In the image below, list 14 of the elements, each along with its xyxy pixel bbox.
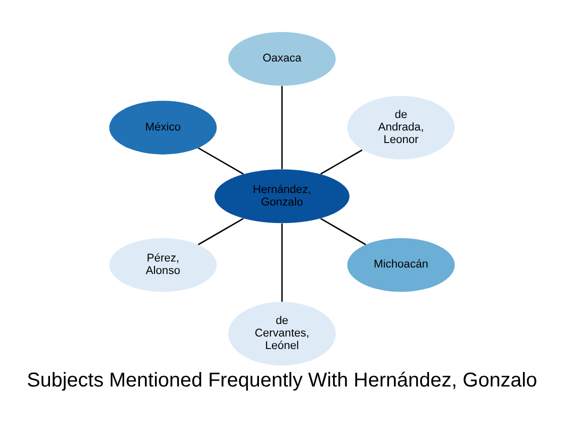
connector — [281, 223, 283, 302]
connector — [320, 149, 362, 175]
node-ellipse: Pérez, Alonso — [109, 238, 217, 292]
node-ellipse: Michoacán — [347, 238, 455, 292]
diagram-title: Subjects Mentioned Frequently With Hernández, Gonzalo — [26, 370, 538, 392]
node-ellipse: México — [109, 100, 217, 154]
node-ellipse: Oaxaca — [228, 32, 336, 86]
connector — [198, 147, 244, 175]
node-ellipse: de Cervantes, Leónel — [228, 302, 336, 366]
node-ellipse: Hernández, Gonzalo — [214, 169, 350, 224]
connector — [320, 218, 366, 246]
node-ellipse: de Andrada, Leonor — [347, 96, 455, 160]
connector — [198, 218, 244, 246]
connector — [281, 86, 283, 170]
